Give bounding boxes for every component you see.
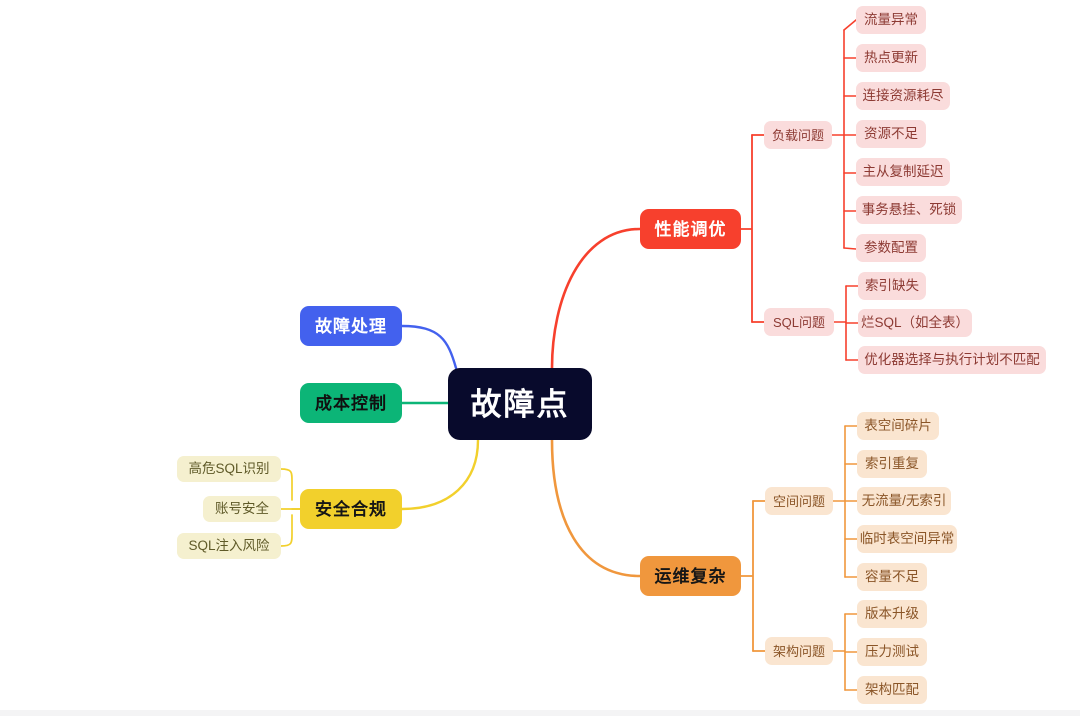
leaf-arch-0[interactable]: 版本升级 (857, 600, 927, 628)
connector-space-spine (832, 425, 846, 578)
connector-performance-tuning (550, 227, 642, 370)
leaf-space-2[interactable]: 无流量/无索引 (857, 487, 951, 515)
leaf-load-1-label: 热点更新 (864, 50, 918, 66)
connector-load-leaf-0 (843, 19, 857, 31)
connector-ops-complexity (550, 438, 642, 578)
branch-ops-complexity[interactable]: 运维复杂 (640, 556, 741, 596)
leaf-space-4[interactable]: 容量不足 (857, 563, 927, 591)
category-space-problems[interactable]: 空间问题 (765, 487, 833, 515)
connector-security-compliance (400, 438, 480, 511)
category-space-problems-label: 空间问题 (773, 493, 826, 509)
branch-security-compliance-label: 安全合规 (315, 499, 387, 519)
leaf-load-2[interactable]: 连接资源耗尽 (856, 82, 950, 110)
category-architecture-problems-label: 架构问题 (773, 643, 826, 659)
leaf-sqlissue-1[interactable]: 烂SQL（如全表） (858, 309, 972, 337)
leaf-security-2-label: SQL注入风险 (188, 538, 270, 554)
connector-security-spine-lower (280, 514, 293, 547)
leaf-security-0-label: 高危SQL识别 (188, 461, 270, 477)
leaf-sqlissue-2-label: 优化器选择与执行计划不匹配 (864, 352, 1040, 368)
leaf-arch-0-label: 版本升级 (865, 606, 919, 622)
category-sql-problems-label: SQL问题 (773, 314, 826, 330)
leaf-arch-1-label: 压力测试 (865, 644, 919, 660)
category-load-problems[interactable]: 负载问题 (764, 121, 832, 149)
leaf-load-5-label: 事务悬挂、死锁 (861, 202, 957, 218)
branch-performance-tuning-label: 性能调优 (654, 219, 727, 239)
category-sql-problems[interactable]: SQL问题 (764, 308, 834, 336)
leaf-load-4-label: 主从复制延迟 (862, 164, 944, 180)
root-node-fault-points[interactable]: 故障点 (448, 368, 592, 440)
leaf-security-1-label: 账号安全 (215, 501, 269, 517)
leaf-space-3[interactable]: 临时表空间异常 (857, 525, 957, 553)
branch-performance-tuning[interactable]: 性能调优 (640, 209, 741, 249)
leaf-security-1[interactable]: 账号安全 (203, 496, 281, 522)
branch-fault-handling-label: 故障处理 (315, 316, 387, 336)
leaf-space-0[interactable]: 表空间碎片 (857, 412, 939, 440)
leaf-load-4[interactable]: 主从复制延迟 (856, 158, 950, 186)
connector-load-leaf-6 (843, 247, 857, 250)
connector-sqlissue-spine (833, 285, 847, 361)
leaf-load-3[interactable]: 资源不足 (856, 120, 926, 148)
leaf-space-1-label: 索引重复 (865, 456, 919, 472)
leaf-load-0-label: 流量异常 (864, 12, 918, 28)
bottom-edge-strip (0, 710, 1080, 716)
category-load-problems-label: 负载问题 (772, 127, 825, 143)
leaf-load-6[interactable]: 参数配置 (856, 234, 926, 262)
leaf-sqlissue-1-label: 烂SQL（如全表） (861, 315, 970, 331)
leaf-arch-2[interactable]: 架构匹配 (857, 676, 927, 704)
branch-ops-complexity-label: 运维复杂 (654, 566, 727, 586)
category-architecture-problems[interactable]: 架构问题 (765, 637, 833, 665)
leaf-load-6-label: 参数配置 (864, 240, 918, 256)
connector-performance-spine (740, 134, 753, 323)
leaf-load-3-label: 资源不足 (864, 126, 918, 142)
leaf-space-4-label: 容量不足 (865, 569, 919, 585)
leaf-sqlissue-0[interactable]: 索引缺失 (858, 272, 926, 300)
connector-fault-handling (400, 324, 458, 370)
branch-cost-control[interactable]: 成本控制 (300, 383, 402, 423)
leaf-security-2[interactable]: SQL注入风险 (177, 533, 281, 559)
leaf-space-2-label: 无流量/无索引 (861, 493, 947, 509)
leaf-load-2-label: 连接资源耗尽 (862, 88, 944, 104)
branch-fault-handling[interactable]: 故障处理 (300, 306, 402, 346)
leaf-arch-1[interactable]: 压力测试 (857, 638, 927, 666)
connector-load-spine (831, 29, 845, 249)
connector-arch-spine (832, 613, 846, 691)
leaf-space-0-label: 表空间碎片 (864, 418, 932, 434)
leaf-load-5[interactable]: 事务悬挂、死锁 (856, 196, 962, 224)
leaf-sqlissue-2[interactable]: 优化器选择与执行计划不匹配 (858, 346, 1046, 374)
leaf-space-1[interactable]: 索引重复 (857, 450, 927, 478)
leaf-security-0[interactable]: 高危SQL识别 (177, 456, 281, 482)
leaf-load-1[interactable]: 热点更新 (856, 44, 926, 72)
leaf-space-3-label: 临时表空间异常 (859, 531, 955, 547)
branch-cost-control-label: 成本控制 (315, 393, 387, 413)
root-node-label: 故障点 (470, 386, 570, 422)
connector-security-spine (280, 468, 293, 501)
leaf-load-0[interactable]: 流量异常 (856, 6, 926, 34)
connector-ops-spine (740, 500, 754, 652)
leaf-sqlissue-0-label: 索引缺失 (865, 278, 919, 294)
leaf-arch-2-label: 架构匹配 (865, 682, 919, 698)
branch-security-compliance[interactable]: 安全合规 (300, 489, 402, 529)
